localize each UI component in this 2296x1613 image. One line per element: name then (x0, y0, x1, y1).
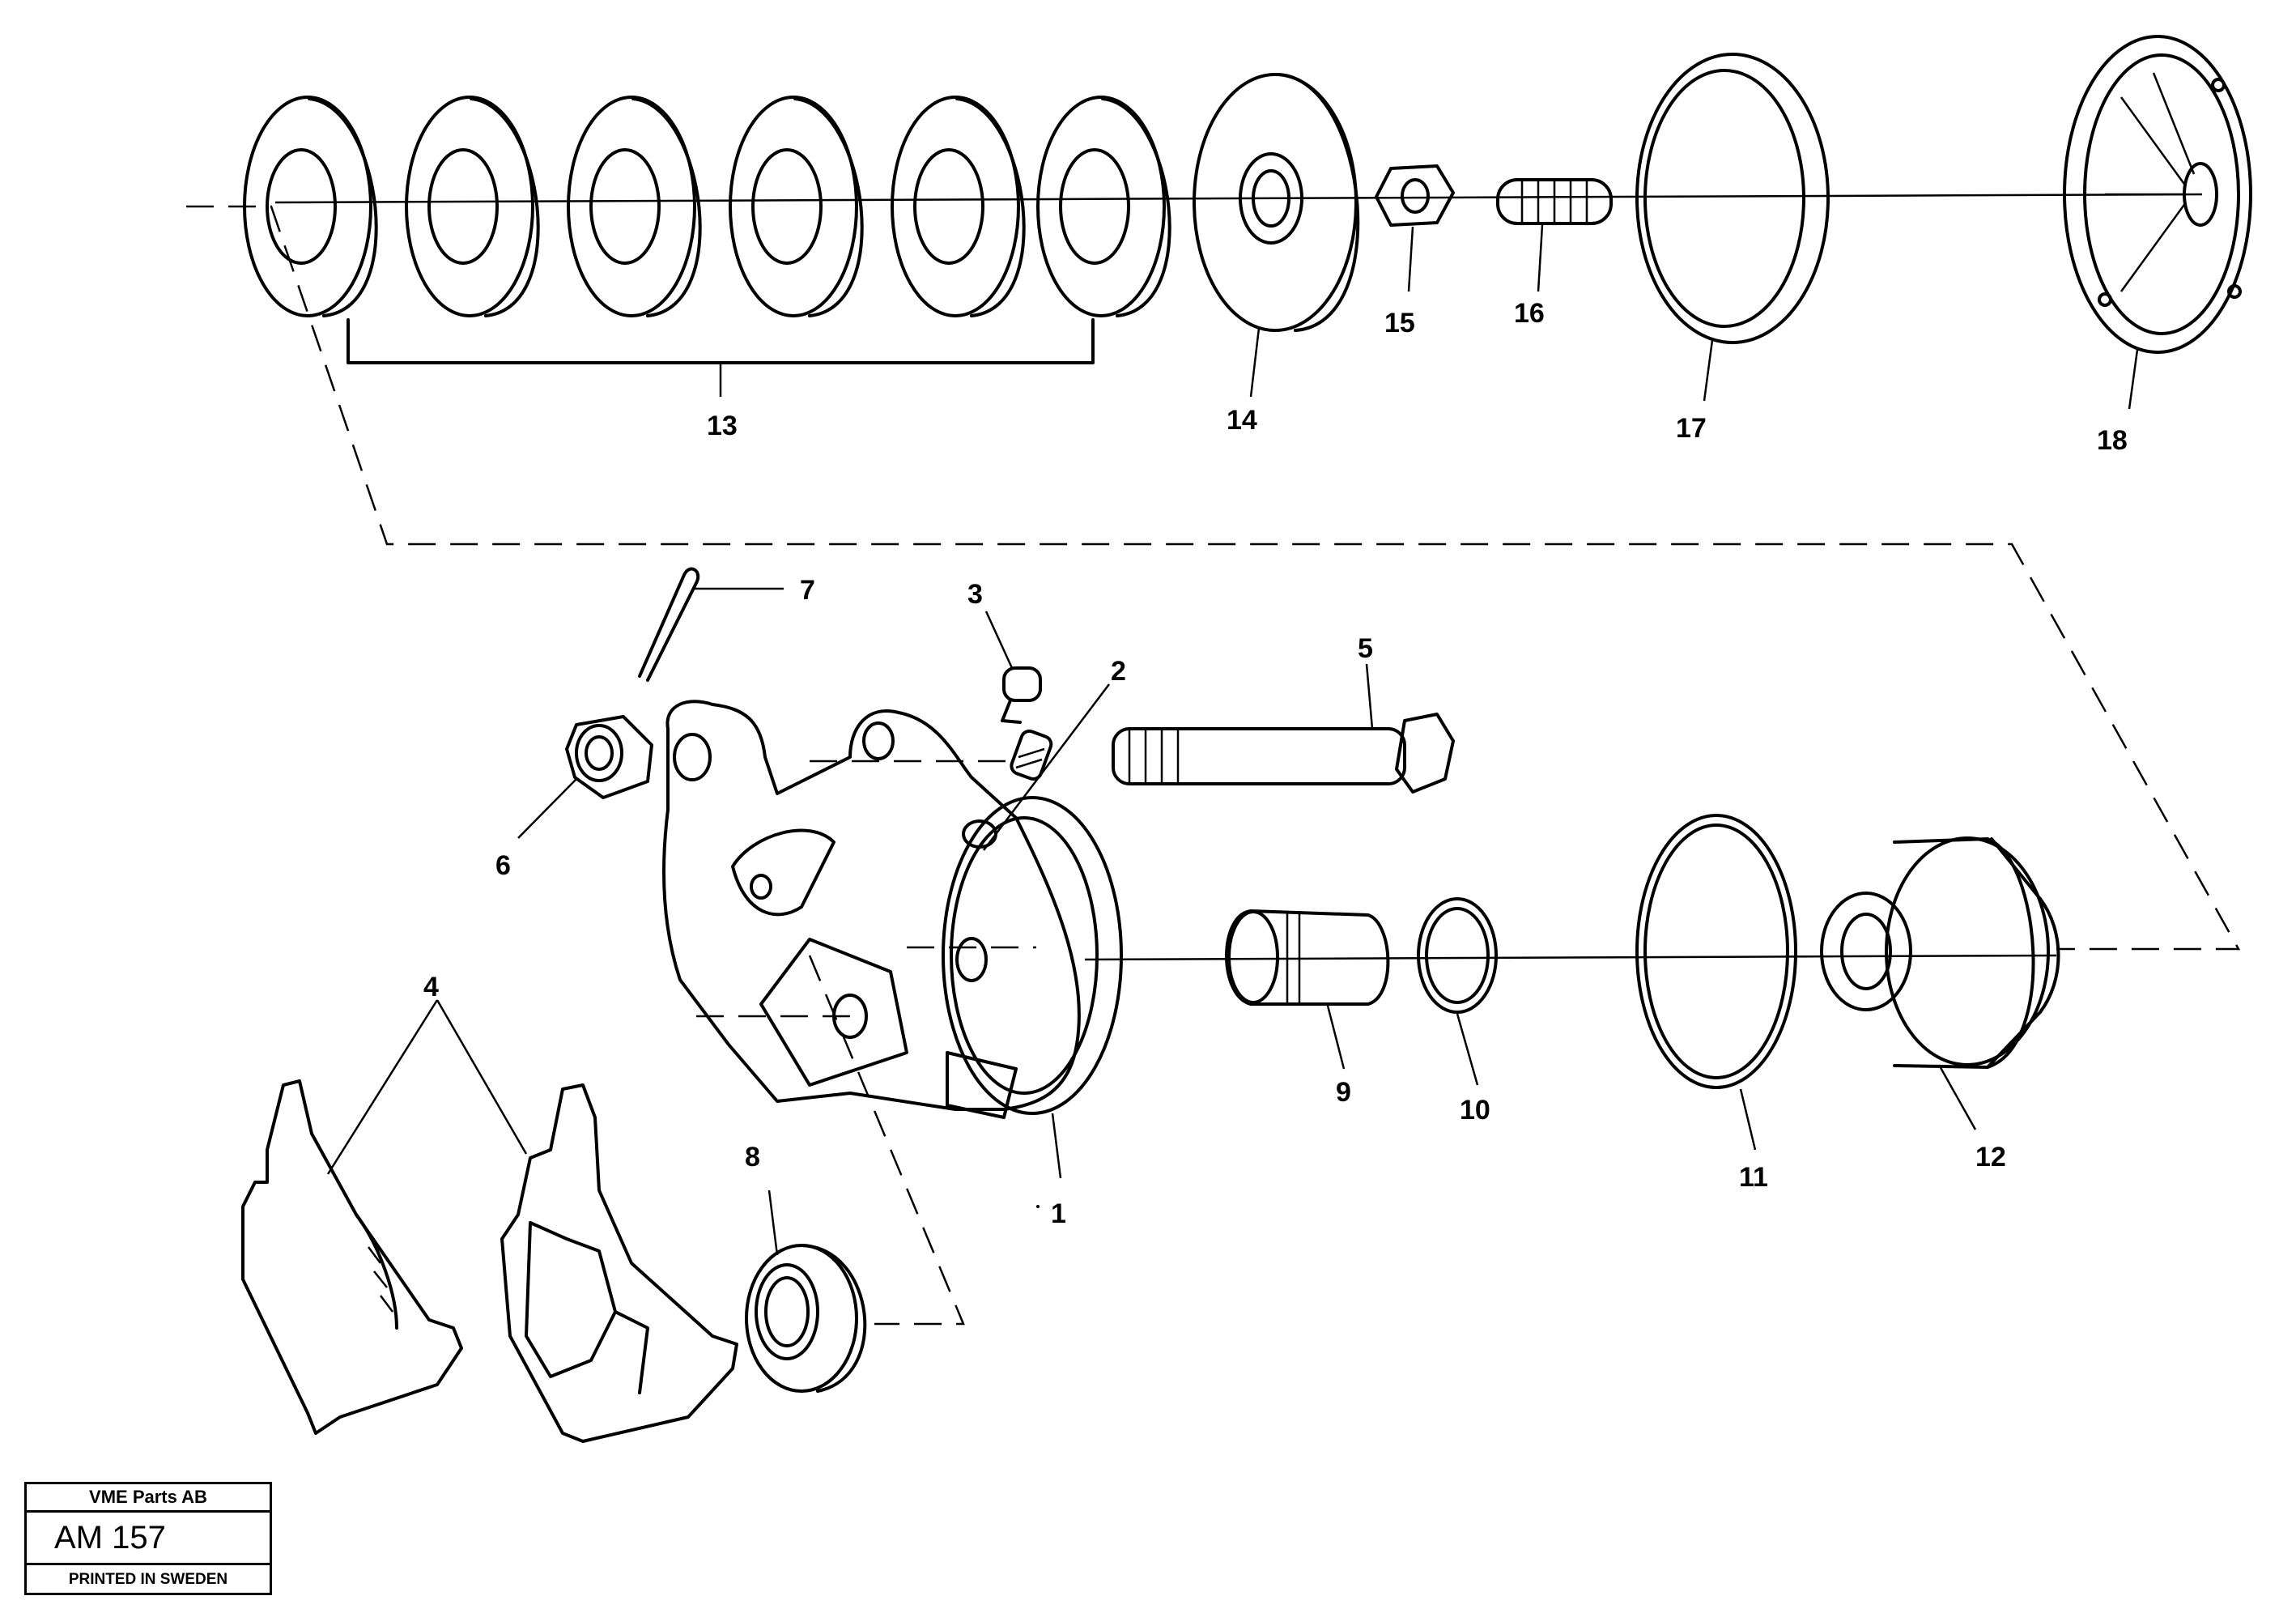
callout-13: 13 (707, 411, 738, 441)
washer-6 (1036, 96, 1171, 317)
callout-18: 18 (2097, 425, 2128, 456)
diagram-code: AM 157 (27, 1513, 270, 1565)
lower-axis-line (1084, 954, 2057, 961)
callout-3: 3 (967, 579, 983, 610)
washer-stack (243, 96, 1171, 317)
dust-cover (2063, 35, 2252, 354)
callout-4: 4 (423, 972, 439, 1002)
piston-seal (745, 1244, 867, 1393)
callout-1: 1 (1051, 1198, 1066, 1229)
mounting-bolt (1112, 713, 1455, 794)
piston (1225, 909, 1390, 1006)
title-block: VME Parts AB AM 157 PRINTED IN SWEDEN (24, 1482, 272, 1595)
caliper-housing (662, 700, 1123, 1119)
brake-pad-left (241, 1079, 463, 1435)
callout-2: 2 (1111, 656, 1126, 687)
company-name: VME Parts AB (27, 1484, 270, 1513)
callout-5: 5 (1358, 633, 1373, 664)
washer-1 (243, 96, 378, 317)
callout-17: 17 (1676, 413, 1707, 444)
callout-9: 9 (1336, 1077, 1351, 1108)
callout-12: 12 (1975, 1142, 2006, 1173)
callout-15: 15 (1384, 308, 1415, 338)
callout-11: 11 (1739, 1162, 1768, 1193)
callout-7: 7 (800, 575, 815, 606)
piston-cover (1820, 836, 2060, 1069)
seal-ring (1635, 53, 1830, 344)
callout-14: 14 (1227, 405, 1257, 436)
washer-5 (891, 96, 1026, 317)
assembly-dash-line-lower (808, 955, 965, 1326)
o-ring-large (1635, 814, 1797, 1089)
callout-10: 10 (1460, 1095, 1490, 1126)
washer-4 (729, 96, 864, 317)
thick-disc (1193, 73, 1360, 332)
printed-in-label: PRINTED IN SWEDEN (68, 1571, 228, 1588)
washer-3 (567, 96, 702, 317)
bracket-13 (347, 318, 1095, 364)
o-ring-small (1417, 897, 1498, 1014)
brake-pad-right (500, 1083, 738, 1443)
castle-nut (565, 715, 653, 799)
callout-6: 6 (495, 850, 511, 881)
washer-2 (405, 96, 540, 317)
set-screw (1496, 178, 1613, 225)
small-hex-nut (1375, 164, 1455, 227)
cotter-pin (638, 567, 700, 682)
assembly-dash-line (186, 205, 2241, 951)
callout-16: 16 (1514, 298, 1545, 329)
callout-8: 8 (745, 1142, 760, 1173)
bleeder-screw (1010, 729, 1053, 781)
bleeder-cap (1001, 666, 1042, 724)
